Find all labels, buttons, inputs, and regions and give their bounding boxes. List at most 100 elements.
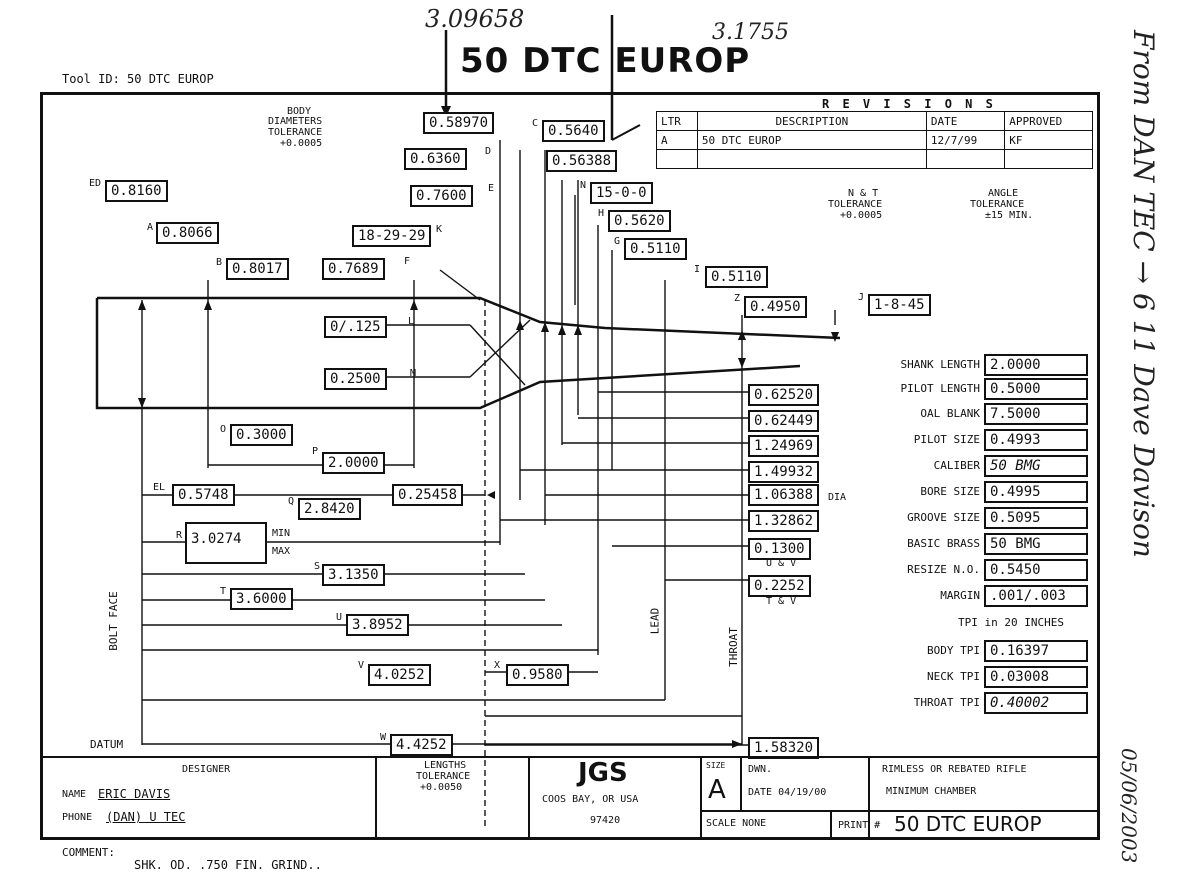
dim-letter-i: I bbox=[694, 264, 701, 275]
dim-letter-ed: ED bbox=[89, 178, 102, 189]
lengths-tol-2: TOLERANCE bbox=[416, 771, 471, 782]
date-line: DATE 04/19/00 bbox=[748, 787, 827, 798]
dim-letter-u: U bbox=[336, 612, 343, 623]
print-label: PRINT # bbox=[838, 820, 881, 831]
handwritten-side-note: From DAN TEC → 6 11 Dave Davison bbox=[1127, 30, 1160, 558]
dim-c2: 0.56388 bbox=[546, 150, 618, 172]
spec-row-8: RESIZE N.O.0.5450 bbox=[858, 559, 1090, 581]
right-dim-8: 0.2252 bbox=[748, 575, 811, 597]
scale-line: SCALE NONE bbox=[706, 818, 767, 829]
nt-tol-2: TOLERANCE bbox=[828, 199, 883, 210]
handwritten-annotation-left: 3.09658 bbox=[425, 5, 525, 33]
dim-letter-n: N bbox=[580, 180, 587, 191]
dim-r-min: MIN bbox=[272, 528, 291, 539]
dim-r: 3.0274 bbox=[185, 522, 267, 564]
rev-col-description: DESCRIPTION bbox=[696, 111, 927, 131]
dim-c: 0.5640 bbox=[542, 120, 605, 142]
right-dim-1: 0.62520 bbox=[748, 384, 820, 406]
revisions-title: R E V I S I O N S bbox=[822, 97, 996, 111]
tpi-heading: TPI in 20 INCHES bbox=[958, 616, 1064, 629]
handwritten-date: 05/06/2003 bbox=[1117, 748, 1141, 864]
dim-a: 0.8066 bbox=[156, 222, 219, 244]
handwritten-annotation-right: 3.1755 bbox=[712, 20, 789, 45]
dim-n: 15-0-0 bbox=[590, 182, 653, 204]
dim-z: 0.4950 bbox=[744, 296, 807, 318]
dim-letter-j: J bbox=[858, 292, 865, 303]
right-dim-9: 1.58320 bbox=[748, 737, 820, 759]
company-zip: 97420 bbox=[590, 815, 621, 826]
dim-letter-r: R bbox=[176, 530, 183, 541]
dim-b: 0.8017 bbox=[226, 258, 289, 280]
right-dim-4: 1.49932 bbox=[748, 461, 820, 483]
lead-label: LEAD bbox=[648, 607, 662, 635]
tool-id: Tool ID: 50 DTC EUROP bbox=[62, 72, 214, 86]
dim-l: 0/.125 bbox=[324, 316, 387, 338]
desc-2: MINIMUM CHAMBER bbox=[886, 786, 977, 797]
dim-i: 0.5110 bbox=[705, 266, 768, 288]
dim-ed: 0.8160 bbox=[105, 180, 168, 202]
dim-g: 0.5110 bbox=[624, 238, 687, 260]
right-dim-7: 0.1300 bbox=[748, 538, 811, 560]
right-dim-5: 1.06388 bbox=[748, 484, 820, 506]
main-title: 50 DTC EUROP bbox=[460, 41, 751, 81]
dim-letter-t: T bbox=[220, 586, 227, 597]
bolt-face-label: BOLT FACE bbox=[106, 591, 120, 651]
rev-col-approved: APPROVED bbox=[1004, 111, 1093, 131]
dim-letter-f: F bbox=[404, 256, 411, 267]
dim-q2: 0.25458 bbox=[392, 484, 464, 506]
dim-letter-p: P bbox=[312, 446, 319, 457]
dim-w: 4.4252 bbox=[390, 734, 453, 756]
dim-letter-h: H bbox=[598, 208, 605, 219]
size-value: A bbox=[708, 775, 726, 805]
dim-letter-z: Z bbox=[734, 293, 741, 304]
title-block bbox=[40, 756, 1100, 840]
angle-tol-3: ±15 MIN. bbox=[985, 210, 1034, 221]
dim-letter-d: D bbox=[485, 146, 492, 157]
dwn-label: DWN. bbox=[748, 764, 773, 775]
company-city: COOS BAY, OR USA bbox=[542, 794, 639, 805]
table-row: A 50 DTC EUROP 12/7/99 KF bbox=[656, 130, 1093, 150]
dim-k: 18-29-29 bbox=[352, 225, 432, 247]
dim-e: 0.7600 bbox=[410, 185, 473, 207]
dim-letter-m: M bbox=[410, 368, 417, 379]
right-dim-dia: DIA bbox=[828, 492, 847, 503]
datum-label: DATUM bbox=[90, 738, 124, 751]
body-tol-3: TOLERANCE bbox=[268, 127, 323, 138]
dim-letter-c: C bbox=[532, 118, 539, 129]
revisions-table: LTR DESCRIPTION DATE APPROVED A 50 DTC E… bbox=[656, 111, 1093, 169]
right-dim-uv2: T & V bbox=[766, 596, 797, 607]
dim-letter-o: O bbox=[220, 424, 227, 435]
phone-label: PHONE bbox=[62, 812, 93, 823]
name-label: NAME bbox=[62, 789, 87, 800]
dim-letter-e: E bbox=[488, 183, 495, 194]
throat-label: THROAT bbox=[726, 627, 740, 667]
right-dim-6: 1.32862 bbox=[748, 510, 820, 532]
nt-tol-1: N & T bbox=[848, 188, 879, 199]
lengths-tol-1: LENGTHS bbox=[424, 760, 467, 771]
dim-t: 3.6000 bbox=[230, 588, 293, 610]
dim-letter-g: G bbox=[614, 236, 621, 247]
print-value: 50 DTC EUROP bbox=[894, 812, 1042, 836]
dim-x: 0.9580 bbox=[506, 664, 569, 686]
rev-col-ltr: LTR bbox=[656, 111, 698, 131]
desc-1: RIMLESS OR REBATED RIFLE bbox=[882, 764, 1027, 775]
dim-letter-q: Q bbox=[288, 496, 295, 507]
company-logo: JGS bbox=[578, 758, 628, 788]
dim-j: 1-8-45 bbox=[868, 294, 931, 316]
right-dim-uv1: U & V bbox=[766, 558, 797, 569]
lengths-tol-3: +0.0050 bbox=[420, 782, 463, 793]
dim-letter-a: A bbox=[147, 222, 154, 233]
designer-name: ERIC DAVIS bbox=[98, 787, 171, 801]
comment-label: COMMENT: bbox=[62, 846, 115, 859]
dim-h: 0.5620 bbox=[608, 210, 671, 232]
dim-letter-v: V bbox=[358, 660, 365, 671]
dim-m: 0.2500 bbox=[324, 368, 387, 390]
